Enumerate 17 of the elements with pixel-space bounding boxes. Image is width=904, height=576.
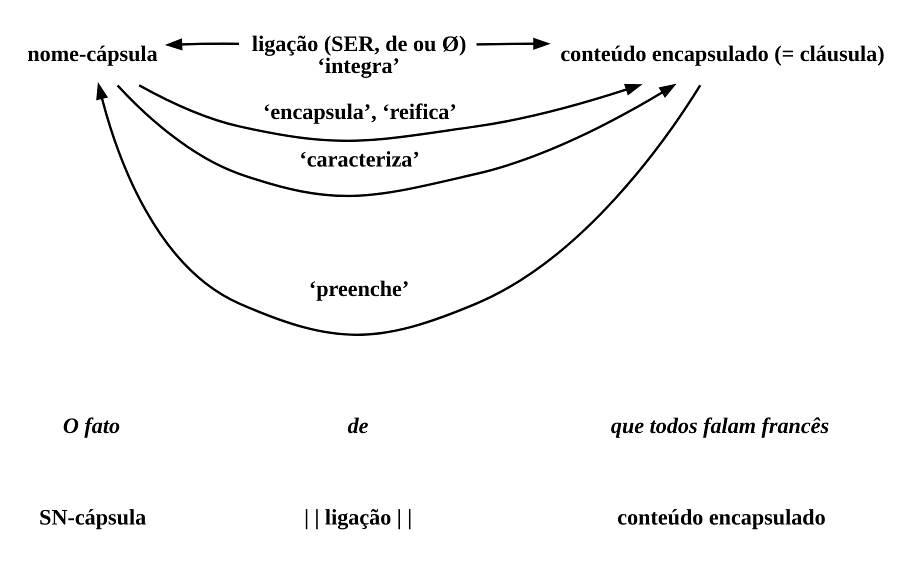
arrow: [116, 83, 677, 197]
edge-label: ‘encapsula’, ‘reifica’: [263, 98, 457, 124]
arrow: [164, 38, 240, 50]
node-text: nome-cápsula: [27, 40, 158, 66]
edge-label: ‘caracteriza’: [299, 146, 420, 171]
arrow: [476, 37, 551, 50]
label: conteúdo encapsulado: [617, 504, 826, 529]
label: de: [348, 412, 369, 438]
arrow: [138, 83, 643, 142]
label: SN-cápsula: [39, 504, 146, 529]
label: O fato: [62, 412, 120, 438]
node-text: conteúdo encapsulado (= cláusula): [560, 40, 885, 66]
label: que todos falam francês: [610, 412, 830, 438]
arrow: [96, 82, 702, 336]
edge-label: ‘preenche’: [308, 275, 410, 300]
node-text: ligação (SER, de ou Ø) ‘integra’: [252, 30, 466, 78]
label: | | ligação | |: [304, 504, 412, 529]
